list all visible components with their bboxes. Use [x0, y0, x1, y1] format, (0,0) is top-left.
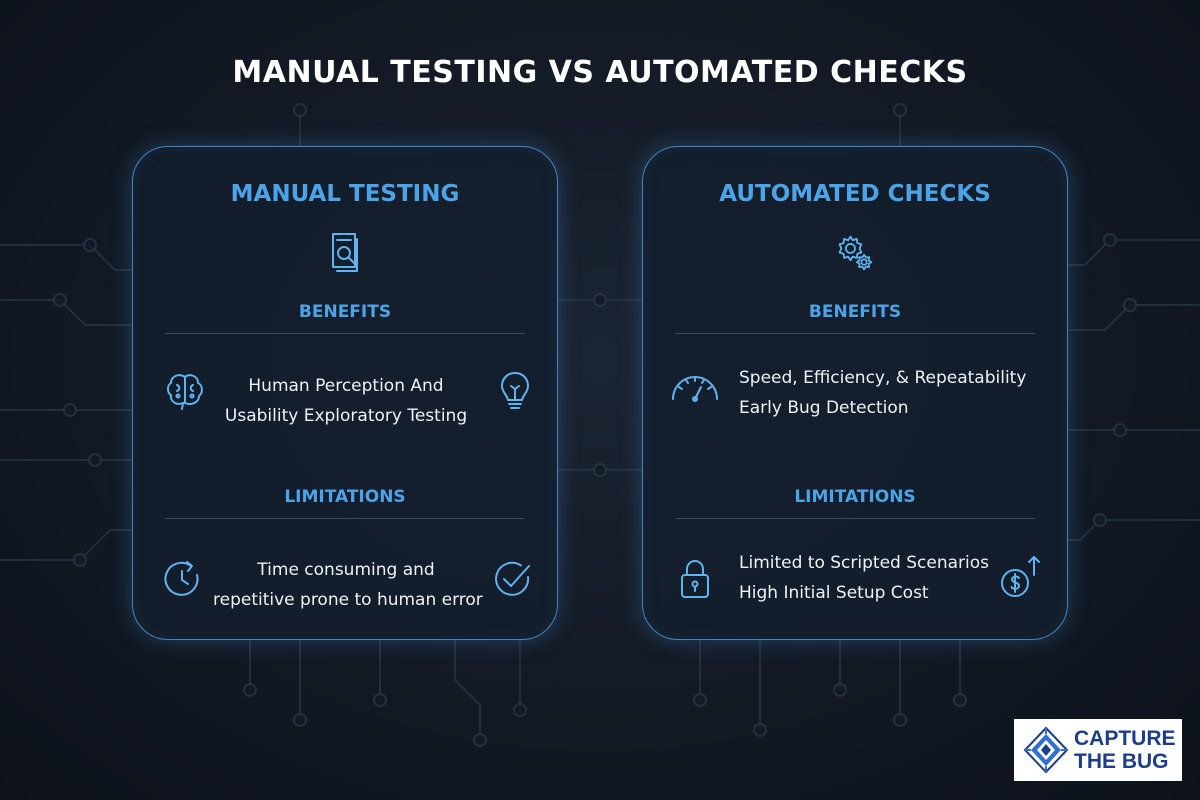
limitation-line: Time consuming and	[257, 560, 435, 580]
card-title: AUTOMATED CHECKS	[719, 181, 991, 207]
lightbulb-icon	[501, 372, 529, 409]
brain-icon	[167, 374, 203, 410]
padlock-icon	[681, 560, 709, 598]
diamond-bug-logo-icon	[1023, 726, 1069, 774]
limitations-divider	[165, 518, 525, 519]
check-circle-icon	[495, 561, 530, 596]
limitation-line: Limited to Scripted Scenarios	[739, 553, 989, 573]
benefit-line: Early Bug Detection	[739, 398, 909, 418]
manual-testing-card: MANUAL TESTING BENEFITS Human Perception…	[132, 146, 558, 640]
logo-line-1: CAPTURE	[1074, 727, 1176, 750]
automated-checks-card: AUTOMATED CHECKS BENEFITS Speed, Efficie…	[642, 146, 1068, 640]
benefit-line: Human Perception And	[248, 376, 444, 396]
clock-icon	[164, 561, 199, 596]
benefits-divider	[675, 333, 1035, 334]
automated-benefits-text: Speed, Efficiency, & Repeatability Early…	[739, 363, 1049, 423]
dollar-cost-icon	[1001, 556, 1040, 597]
document-search-icon	[332, 233, 358, 272]
benefits-label: BENEFITS	[808, 302, 902, 322]
limitations-label: LIMITATIONS	[284, 487, 406, 507]
benefits-label: BENEFITS	[298, 302, 392, 322]
automated-limitations-text: Limited to Scripted Scenarios High Initi…	[739, 548, 1003, 608]
limitations-divider	[675, 518, 1035, 519]
capture-the-bug-logo: CAPTURE THE BUG	[1014, 719, 1182, 781]
logo-line-2: THE BUG	[1074, 750, 1169, 773]
manual-benefits-text: Human Perception And Usability Explorato…	[213, 371, 479, 431]
speedometer-icon	[672, 376, 718, 402]
logo-wordmark: CAPTURE THE BUG	[1074, 727, 1176, 773]
limitations-label: LIMITATIONS	[794, 487, 916, 507]
benefit-line: Speed, Efficiency, & Repeatability	[739, 368, 1027, 388]
page-title: MANUAL TESTING VS AUTOMATED CHECKS	[232, 55, 968, 90]
limitation-line: High Initial Setup Cost	[739, 583, 929, 603]
limitation-line: repetitive prone to human error	[213, 590, 483, 610]
manual-limitations-text: Time consuming and repetitive prone to h…	[213, 555, 483, 615]
card-title: MANUAL TESTING	[230, 181, 460, 207]
benefits-divider	[165, 333, 525, 334]
gears-icon	[838, 235, 873, 271]
benefit-line: Usability Exploratory Testing	[224, 406, 468, 426]
